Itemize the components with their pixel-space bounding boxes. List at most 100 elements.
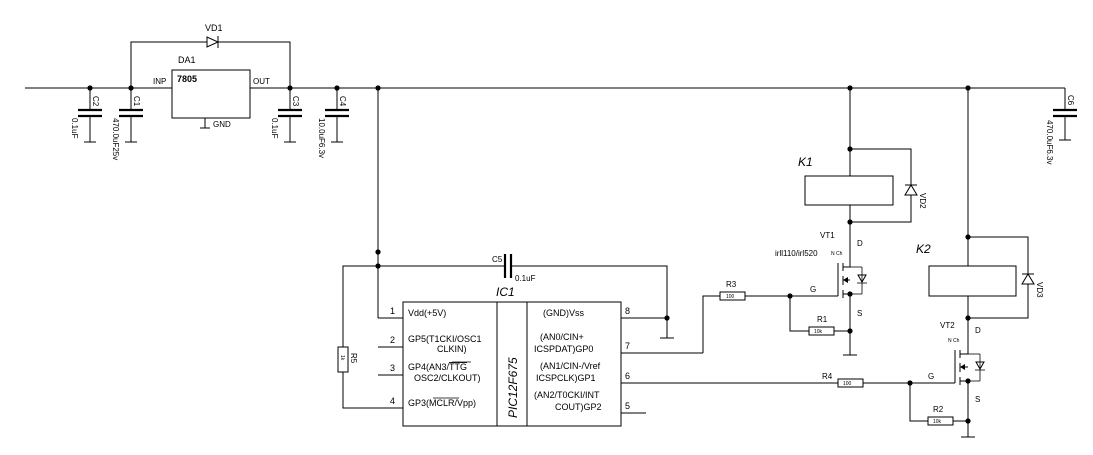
k2-label: K2 xyxy=(916,242,931,256)
ic1-label: IC1 xyxy=(496,285,515,299)
r3-resistor: 100 R3 xyxy=(719,280,746,301)
vt2-gate-label: G xyxy=(928,372,934,381)
junction-dot xyxy=(847,328,853,334)
pin3-number: 3 xyxy=(390,363,395,373)
r1-name: R1 xyxy=(817,315,828,324)
pin4-label: GP3(MCLR/Vpp) xyxy=(408,398,476,408)
pin1-label: Vdd(+5V) xyxy=(408,308,446,318)
c2-value: 0.1uF xyxy=(70,118,79,139)
r3-name: R3 xyxy=(726,280,737,289)
c6-value: 470.0uF6.3v xyxy=(1045,120,1054,164)
pin5-line2: COUT)GP2 xyxy=(555,402,602,412)
c3-name: C3 xyxy=(291,96,300,107)
junction-dot xyxy=(375,249,381,255)
r3-value: 100 xyxy=(726,294,735,300)
pin8-number: 8 xyxy=(625,306,630,316)
r4-name: R4 xyxy=(822,372,833,381)
pin2-number: 2 xyxy=(390,335,395,345)
pin2-line2: CLKIN) xyxy=(437,344,467,354)
junction-dot xyxy=(87,85,93,91)
c2-name: C2 xyxy=(91,96,100,107)
da1-regulator: DA1 7805 INP OUT GND xyxy=(153,55,270,129)
vt2-channel-label: N Ch xyxy=(948,338,960,344)
r4-resistor: 100 R4 xyxy=(822,372,864,388)
da1-out-label: OUT xyxy=(253,77,270,86)
c4-name: C4 xyxy=(338,96,347,107)
vd1-label: VD1 xyxy=(205,23,223,33)
vt1-label: VT1 xyxy=(820,231,835,240)
junction-dot xyxy=(965,418,971,424)
r2-value: 10k xyxy=(933,419,942,425)
pin7-line1: (AN0/CIN+ xyxy=(540,332,584,342)
vd2-label: VD2 xyxy=(918,193,927,209)
junction-dot xyxy=(965,378,971,384)
junction-dot xyxy=(847,291,853,297)
c6-capacitor: C6 470.0uF6.3v xyxy=(1045,88,1077,164)
pin3-line1: GP4(AN3/TTG xyxy=(408,362,467,372)
da1-inp-label: INP xyxy=(153,77,166,86)
pin3-line2: OSC2/CLKOUT) xyxy=(414,373,481,383)
k2-relay: K2 xyxy=(916,88,1017,318)
vd1-diode: VD1 xyxy=(130,23,291,88)
c4-value: 10.0uF6.3v xyxy=(317,118,326,158)
ic1-part-label: PIC12F675 xyxy=(506,357,520,418)
c5-name: C5 xyxy=(492,255,503,264)
pin7-number: 7 xyxy=(625,341,630,351)
pin3-line1-a: GP4(AN3/ xyxy=(408,362,450,372)
vt1-drain-label: D xyxy=(857,239,863,248)
junction-dot xyxy=(128,85,134,91)
pin6-line2: ICSPCLK)GP1 xyxy=(536,373,596,383)
r4-value: 100 xyxy=(843,381,852,387)
pin4-c: /Vpp) xyxy=(455,398,477,408)
vt2-mosfet: N Ch VT2 D S xyxy=(940,318,985,437)
c4-capacitor: C4 10.0uF6.3v xyxy=(317,88,349,158)
vt1-gate-label: G xyxy=(810,285,816,294)
vd2-diode: VD2 xyxy=(850,148,927,223)
pin8-label: (GND)Vss xyxy=(543,308,584,318)
pin3-line1-b: TTG xyxy=(449,362,467,372)
pin4-b: MCLR xyxy=(429,398,455,408)
r2-resistor: 10k R2 xyxy=(909,383,968,426)
vt1-part-label: irll110/irl520 xyxy=(775,249,818,258)
c5-value: 0.1uF xyxy=(515,274,536,283)
c1-name: C1 xyxy=(132,96,141,107)
vd3-diode: VD3 xyxy=(968,236,1044,319)
pin5-number: 5 xyxy=(625,401,630,411)
r5-name: R5 xyxy=(349,353,358,364)
gp0-wire xyxy=(702,295,720,353)
r5-resistor: 1k R5 xyxy=(337,265,403,409)
vd3-label: VD3 xyxy=(1035,282,1044,298)
r1-value: 10k xyxy=(814,329,823,335)
junction-dot xyxy=(334,85,340,91)
junction-dot xyxy=(287,85,293,91)
r1-resistor: 10k R1 xyxy=(789,296,850,336)
r2-name: R2 xyxy=(933,405,944,414)
k1-label: K1 xyxy=(798,155,813,169)
k1-relay: K1 xyxy=(798,88,894,222)
c1-capacitor: C1 470.0uF25v xyxy=(111,88,143,160)
c2-capacitor: C2 0.1uF xyxy=(70,88,102,143)
c3-value: 0.1uF xyxy=(270,118,279,139)
da1-label: DA1 xyxy=(178,55,196,65)
pin1-number: 1 xyxy=(390,306,395,316)
pin2-line1: GP5(T1CKI/OSC1 xyxy=(408,334,482,344)
pin7-line2: ICSPDAT)GP0 xyxy=(534,344,593,354)
vt1-source-label: S xyxy=(857,309,862,318)
vt2-drain-label: D xyxy=(975,326,981,335)
ic1-microcontroller: IC1 PIC12F675 1 Vdd(+5V) 2 GP5(T1CKI/OSC… xyxy=(378,285,838,427)
vt2-label: VT2 xyxy=(940,321,955,330)
c3-capacitor: C3 0.1uF xyxy=(270,88,302,143)
vt1-channel-label: N Ch xyxy=(831,251,843,257)
pin4-number: 4 xyxy=(390,396,395,406)
vt1-mosfet: N Ch VT1 irll110/irl520 D S xyxy=(775,222,867,355)
r5-value: 1k xyxy=(339,355,345,361)
pin4-a: GP3( xyxy=(408,398,429,408)
c6-name: C6 xyxy=(1066,95,1075,106)
pin6-number: 6 xyxy=(625,371,630,381)
c1-value: 470.0uF25v xyxy=(111,118,120,160)
pin5-line1: (AN2/T0CKI/INT xyxy=(534,390,600,400)
da1-gnd-label: GND xyxy=(213,120,231,129)
c5-capacitor: C5 0.1uF xyxy=(378,254,668,318)
pin6-line1: (AN1/CIN-/Vref xyxy=(540,361,601,371)
